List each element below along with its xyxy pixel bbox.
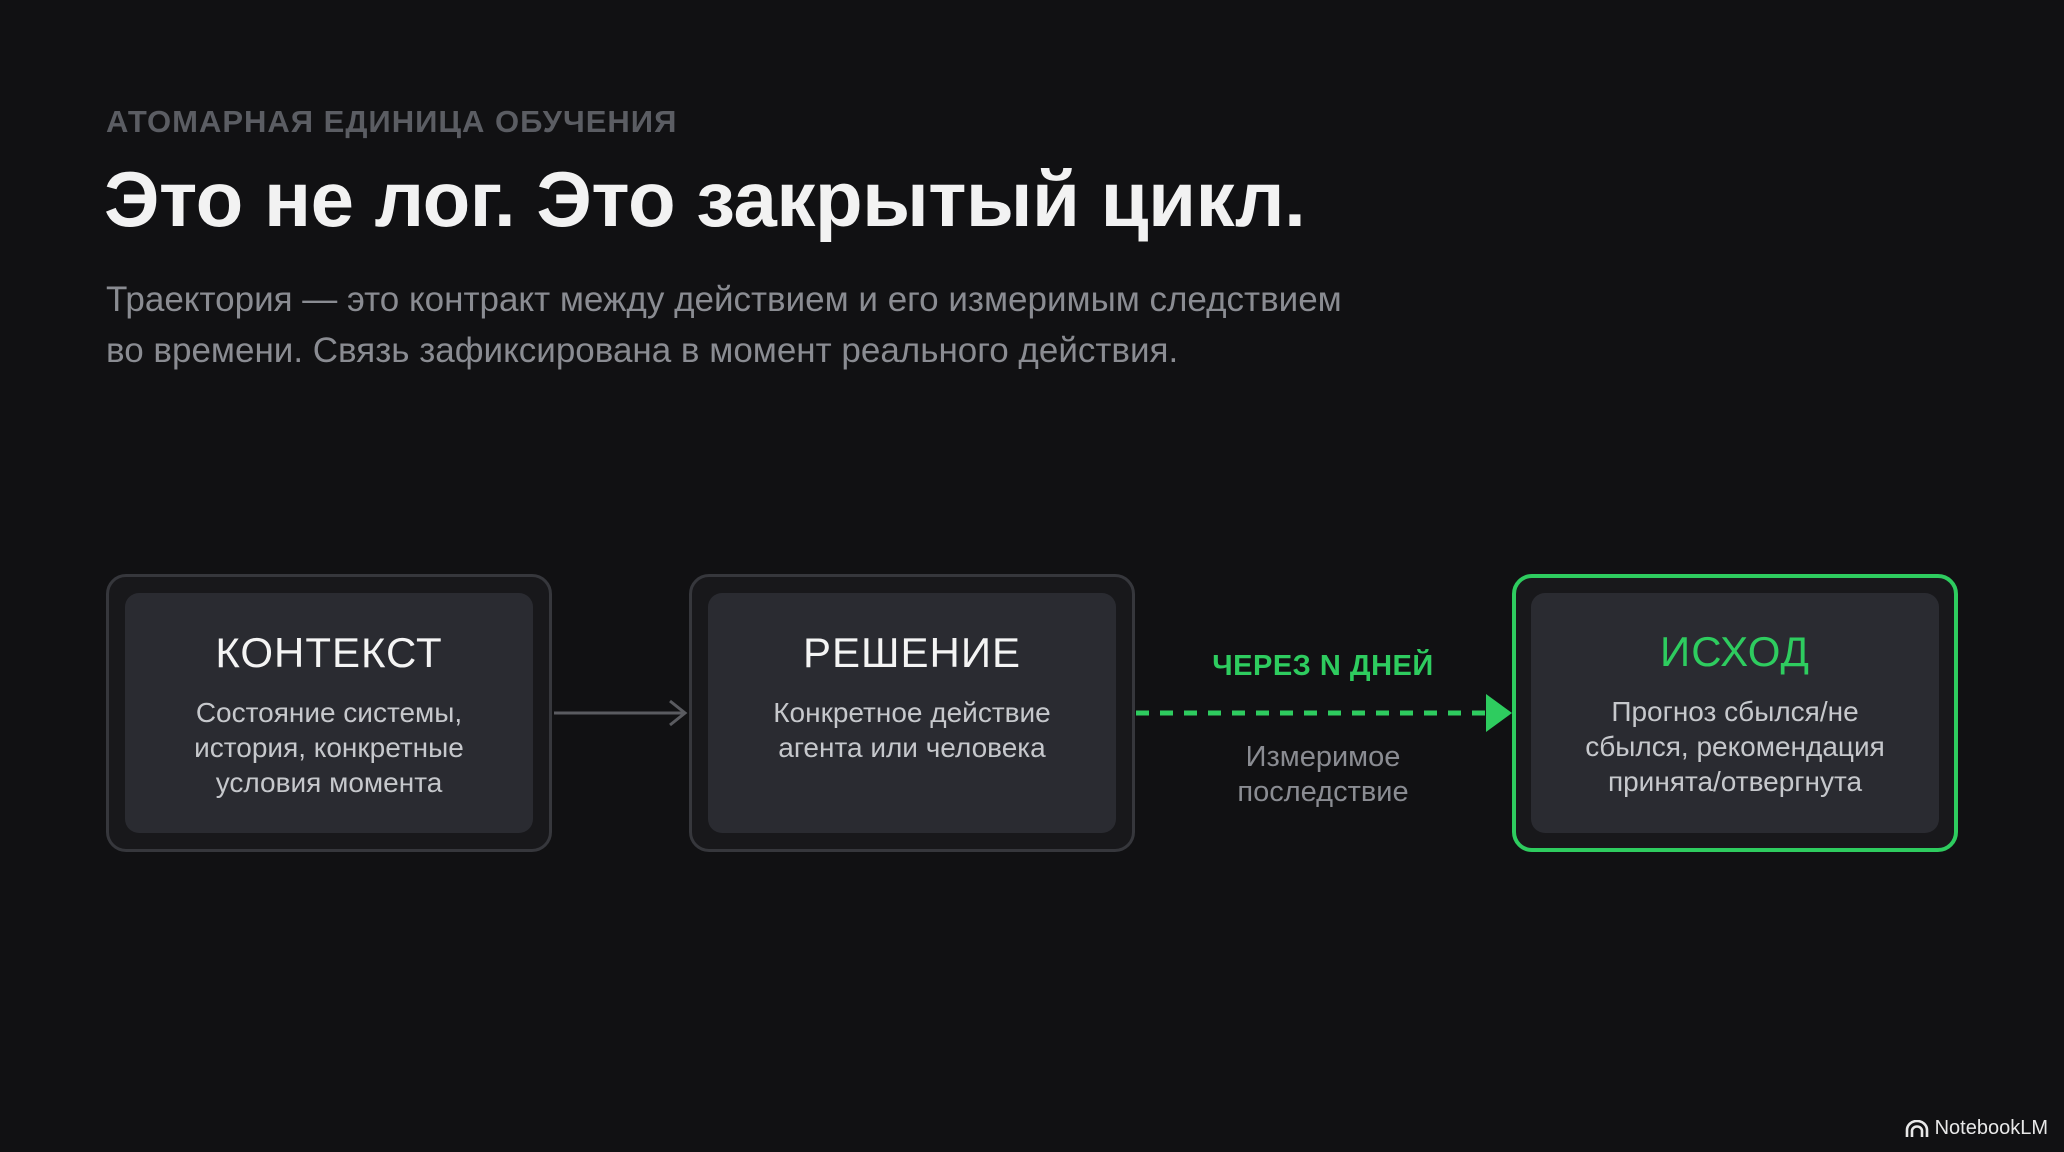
node-text-line: агента или человека <box>778 732 1046 763</box>
node-outcome: ИСХОД Прогноз сбылся/не сбылся, рекоменд… <box>1512 574 1958 852</box>
slide-title: Это не лог. Это закрытый цикл. <box>104 155 1306 243</box>
node-text-line: история, конкретные <box>194 732 464 763</box>
node-decision-text: Конкретное действие агента или человека <box>708 695 1116 765</box>
subtitle-line: Траектория — это контракт между действие… <box>106 280 1342 319</box>
notebooklm-branding: NotebookLM <box>1905 1117 2048 1140</box>
decision-to-outcome-arrowhead-icon <box>1486 694 1512 732</box>
node-decision-title: РЕШЕНИЕ <box>802 629 1022 676</box>
link-label-time: ЧЕРЕЗ N ДНЕЙ <box>1212 650 1434 682</box>
node-decision-inner: РЕШЕНИЕ Конкретное действие агента или ч… <box>708 593 1116 833</box>
node-outcome-inner: ИСХОД Прогноз сбылся/не сбылся, рекоменд… <box>1531 593 1939 833</box>
node-text-line: сбылся, рекомендация <box>1585 731 1885 762</box>
node-context-title: КОНТЕКСТ <box>215 629 443 676</box>
node-text-line: принята/отвергнута <box>1607 766 1863 797</box>
slide-subtitle: Траектория — это контракт между действие… <box>106 274 1606 376</box>
node-text-line: Прогноз сбылся/не <box>1611 696 1859 727</box>
node-outcome-text: Прогноз сбылся/не сбылся, рекомендация п… <box>1531 694 1939 799</box>
subtitle-line: во времени. Связь зафиксирована в момент… <box>106 331 1179 370</box>
notebooklm-logo-icon <box>1905 1119 1928 1137</box>
link-label-line: Измеримое <box>1245 741 1401 773</box>
branding-label: NotebookLM <box>1934 1117 2048 1139</box>
slide-eyebrow: АТОМАРНАЯ ЕДИНИЦА ОБУЧЕНИЯ <box>106 104 678 139</box>
context-to-decision-arrowhead-icon <box>669 699 688 727</box>
node-decision: РЕШЕНИЕ Конкретное действие агента или ч… <box>689 574 1135 852</box>
node-context-inner: КОНТЕКСТ Состояние системы, история, кон… <box>125 593 533 833</box>
node-context-text: Состояние системы, история, конкретные у… <box>125 695 533 800</box>
node-context: КОНТЕКСТ Состояние системы, история, кон… <box>106 574 552 852</box>
node-outcome-title: ИСХОД <box>1660 628 1810 675</box>
node-text-line: Состояние системы, <box>195 697 463 728</box>
node-text-line: Конкретное действие <box>773 697 1051 728</box>
link-label-line: последствие <box>1237 776 1409 808</box>
link-label-consequence: Измеримое последствие <box>1160 740 1486 810</box>
node-text-line: условия момента <box>215 767 443 798</box>
